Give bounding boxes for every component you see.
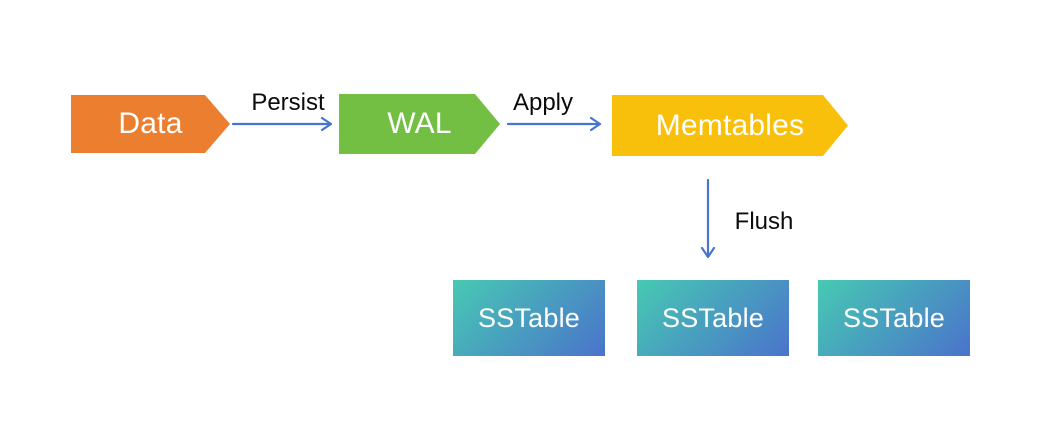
node-sstable-1: SSTable — [453, 280, 605, 356]
node-sstable-2-label: SSTable — [662, 302, 764, 333]
node-memtables-label: Memtables — [655, 108, 805, 142]
flush-edge-label: Flush — [734, 208, 794, 235]
node-sstable-2: SSTable — [637, 280, 789, 356]
node-wal: WAL — [339, 94, 500, 154]
node-sstable-3-label: SSTable — [843, 302, 945, 333]
persist-edge-label: Persist — [251, 89, 325, 116]
node-data-label: Data — [118, 107, 183, 140]
node-sstable-3: SSTable — [818, 280, 970, 356]
node-wal-label: WAL — [387, 107, 452, 140]
node-sstable-1-label: SSTable — [478, 302, 580, 333]
apply-edge-label: Apply — [512, 89, 574, 116]
node-data: Data — [71, 95, 230, 153]
node-memtables: Memtables — [612, 95, 848, 156]
